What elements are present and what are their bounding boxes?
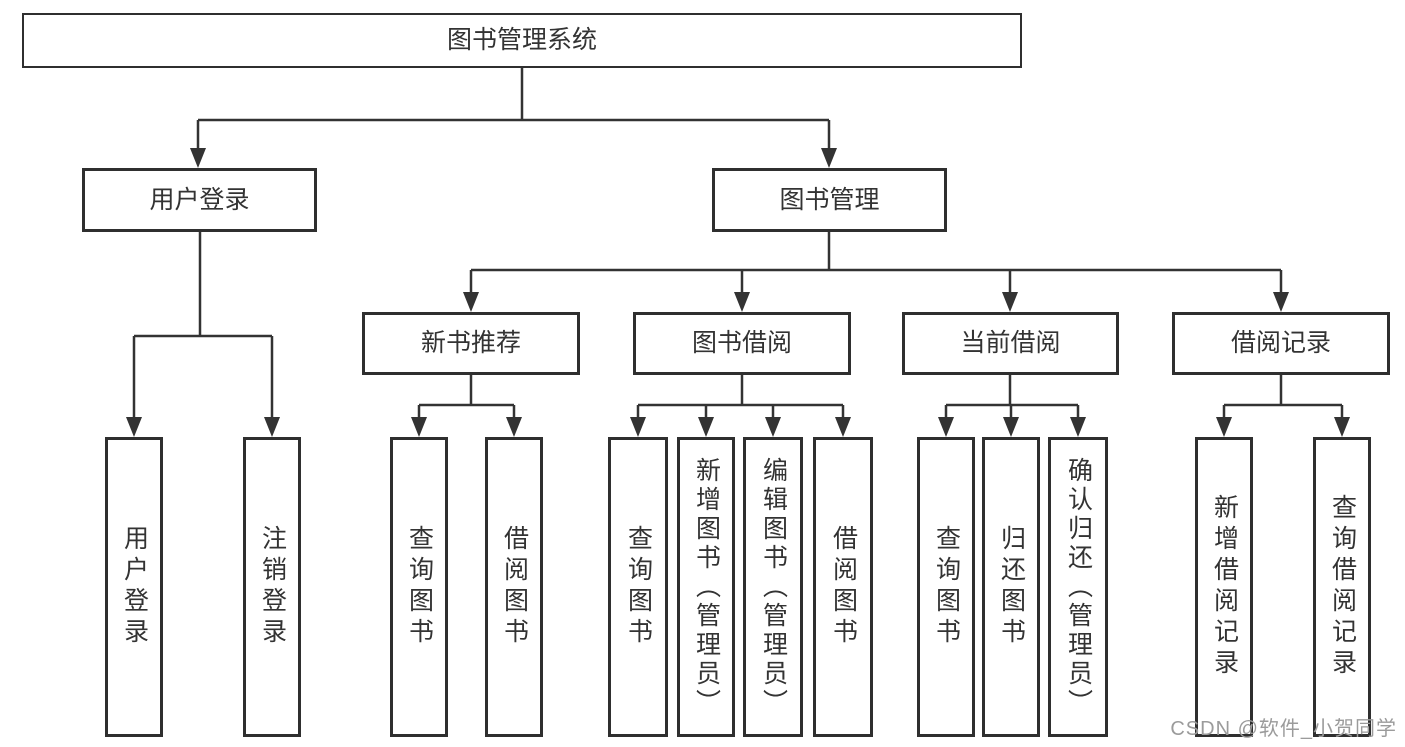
node-user-login: 用户登录 xyxy=(82,168,317,232)
leaf-return-books-label: 归还图书 xyxy=(997,525,1026,649)
node-current-borrow: 当前借阅 xyxy=(902,312,1119,375)
leaf-borrow-books-label: 借阅图书 xyxy=(829,525,858,649)
node-current-borrow-label: 当前借阅 xyxy=(960,329,1061,357)
node-new-book-rec: 新书推荐 xyxy=(362,312,580,375)
edge-new-book-rec-to-leaves xyxy=(411,375,522,437)
node-root-label: 图书管理系统 xyxy=(446,26,597,54)
leaf-query-books-rec: 查询图书 xyxy=(390,437,448,737)
edge-user-login-to-leaves xyxy=(126,232,280,437)
leaf-query-borrow-record: 查询借阅记录 xyxy=(1313,437,1371,737)
leaf-confirm-return-admin-label: 确认归还（管理员） xyxy=(1064,456,1093,718)
leaf-logout: 注销登录 xyxy=(243,437,301,737)
node-root: 图书管理系统 xyxy=(22,13,1022,68)
arrowhead-down-icon xyxy=(1003,417,1019,437)
arrowhead-down-icon xyxy=(463,292,479,312)
leaf-query-books-borrow: 查询图书 xyxy=(608,437,668,737)
leaf-edit-books-admin-label: 编辑图书（管理员） xyxy=(759,456,788,718)
node-book-borrow-label: 图书借阅 xyxy=(691,329,792,357)
node-borrow-record-label: 借阅记录 xyxy=(1230,329,1331,357)
leaf-query-borrow-record-label: 查询借阅记录 xyxy=(1328,494,1357,680)
arrowhead-down-icon xyxy=(264,417,280,437)
arrowhead-down-icon xyxy=(734,292,750,312)
arrowhead-down-icon xyxy=(190,148,206,168)
edge-current-borrow-to-leaves xyxy=(938,375,1086,437)
node-borrow-record: 借阅记录 xyxy=(1172,312,1390,375)
leaf-add-books-admin-label: 新增图书（管理员） xyxy=(692,456,721,718)
leaf-borrow-books: 借阅图书 xyxy=(813,437,873,737)
leaf-add-books-admin: 新增图书（管理员） xyxy=(677,437,735,737)
leaf-user-login-label: 用户登录 xyxy=(120,525,149,649)
arrowhead-down-icon xyxy=(1002,292,1018,312)
arrowhead-down-icon xyxy=(821,148,837,168)
node-user-login-label: 用户登录 xyxy=(149,185,250,214)
arrowhead-down-icon xyxy=(126,417,142,437)
node-new-book-rec-label: 新书推荐 xyxy=(420,329,521,357)
leaf-edit-books-admin: 编辑图书（管理员） xyxy=(743,437,803,737)
edge-borrow-record-to-leaves xyxy=(1216,375,1350,437)
edge-root-to-level2 xyxy=(190,68,837,168)
arrowhead-down-icon xyxy=(938,417,954,437)
leaf-confirm-return-admin: 确认归还（管理员） xyxy=(1048,437,1108,737)
node-book-mgmt-label: 图书管理 xyxy=(779,185,880,214)
leaf-query-books-borrow-label: 查询图书 xyxy=(624,525,653,649)
leaf-query-books-rec-label: 查询图书 xyxy=(405,525,434,649)
arrowhead-down-icon xyxy=(1273,292,1289,312)
csdn-watermark: CSDN @软件_小贺同学 xyxy=(1170,718,1397,740)
edge-book-borrow-to-leaves xyxy=(630,375,851,437)
leaf-query-books-current: 查询图书 xyxy=(917,437,975,737)
arrowhead-down-icon xyxy=(1070,417,1086,437)
leaf-user-login: 用户登录 xyxy=(105,437,163,737)
leaf-query-books-current-label: 查询图书 xyxy=(932,525,961,649)
leaf-borrow-books-rec-label: 借阅图书 xyxy=(500,525,529,649)
leaf-borrow-books-rec: 借阅图书 xyxy=(485,437,543,737)
leaf-logout-label: 注销登录 xyxy=(258,525,287,649)
leaf-add-borrow-record-label: 新增借阅记录 xyxy=(1210,494,1239,680)
arrowhead-down-icon xyxy=(1334,417,1350,437)
node-book-borrow: 图书借阅 xyxy=(633,312,851,375)
arrowhead-down-icon xyxy=(765,417,781,437)
arrowhead-down-icon xyxy=(506,417,522,437)
leaf-add-borrow-record: 新增借阅记录 xyxy=(1195,437,1253,737)
arrowhead-down-icon xyxy=(630,417,646,437)
arrowhead-down-icon xyxy=(1216,417,1232,437)
leaf-return-books: 归还图书 xyxy=(982,437,1040,737)
edge-book-mgmt-to-level3 xyxy=(463,232,1289,312)
arrowhead-down-icon xyxy=(411,417,427,437)
arrowhead-down-icon xyxy=(835,417,851,437)
arrowhead-down-icon xyxy=(698,417,714,437)
node-book-mgmt: 图书管理 xyxy=(712,168,947,232)
